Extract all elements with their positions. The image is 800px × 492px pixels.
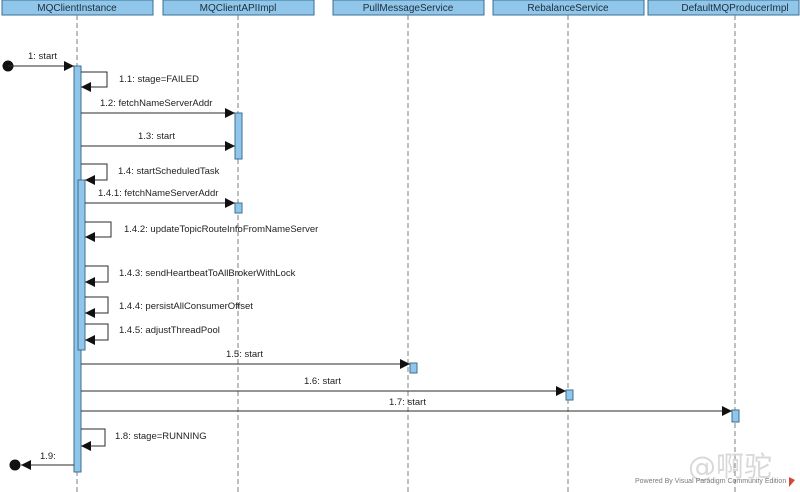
message-label: 1.3: start [138, 131, 175, 142]
message-label: 1: start [28, 51, 57, 62]
message-1-4-3-self: 1.4.3: sendHeartbeatToAllBrokerWithLock [85, 265, 296, 287]
message-label: 1.4: startScheduledTask [118, 166, 220, 177]
message-label: 1.4.2: updateTopicRouteInfoFromNameServe… [124, 224, 318, 235]
message-label: 1.2: fetchNameServerAddr [100, 98, 212, 109]
message-1-4-5-self: 1.4.5: adjustThreadPool [85, 323, 220, 345]
activation-api-start [234, 112, 243, 160]
visual-paradigm-logo-icon [789, 477, 795, 487]
lifeline-header-pull: PullMessageService [332, 0, 485, 16]
message-1-6-start: 1.6: start [81, 376, 566, 396]
message-label: 1.8: stage=RUNNING [115, 431, 207, 442]
message-label: 1.7: start [389, 397, 426, 408]
message-1-3-start: 1.3: start [81, 131, 235, 151]
message-1-1-self: 1.1: stage=FAILED [81, 71, 199, 92]
message-label: 1.4.1: fetchNameServerAddr [98, 188, 218, 199]
message-1-9-return: 1.9: [9, 451, 74, 471]
message-1-8-self: 1.8: stage=RUNNING [81, 428, 207, 451]
lost-message-dot [9, 459, 21, 471]
activation-producer [731, 409, 740, 423]
lifeline-name-client: MQClientInstance [37, 3, 117, 14]
watermark: @啊驼 [688, 450, 772, 483]
lifeline-header-rebalance: RebalanceService [492, 0, 645, 16]
lifeline-header-producer: DefaultMQProducerImpl [647, 0, 800, 16]
message-1-4-2-self: 1.4.2: updateTopicRouteInfoFromNameServe… [85, 221, 318, 242]
lifeline-name-rebalance: RebalanceService [527, 3, 609, 14]
message-1-start: 1: start [2, 51, 74, 72]
message-1-7-start: 1.7: start [81, 397, 732, 416]
footer-powered-by: Powered By Visual Paradigm Community Edi… [635, 478, 786, 485]
message-1-4-self: 1.4: startScheduledTask [81, 163, 220, 185]
lifeline-name-pull: PullMessageService [363, 3, 454, 14]
message-label: 1.5: start [226, 349, 263, 360]
lifeline-header-api: MQClientAPIImpl [162, 0, 315, 16]
message-label: 1.4.4: persistAllConsumerOffset [119, 301, 253, 312]
message-1-4-1-fetch: 1.4.1: fetchNameServerAddr [85, 188, 235, 208]
activation-rebalance [565, 389, 574, 401]
message-1-5-start: 1.5: start [81, 349, 410, 369]
message-label: 1.1: stage=FAILED [119, 74, 199, 85]
message-1-2-fetch: 1.2: fetchNameServerAddr [81, 98, 235, 118]
message-label: 1.6: start [304, 376, 341, 387]
lifeline-name-api: MQClientAPIImpl [200, 3, 277, 14]
message-label: 1.9: [40, 451, 56, 462]
activation-pull [409, 362, 418, 374]
lifeline-name-producer: DefaultMQProducerImpl [681, 3, 788, 14]
message-label: 1.4.3: sendHeartbeatToAllBrokerWithLock [119, 268, 296, 279]
activation-api-fetch [234, 202, 243, 214]
activation-client-scheduled [77, 179, 86, 351]
lifeline-header-client: MQClientInstance [1, 0, 154, 16]
message-1-4-4-self: 1.4.4: persistAllConsumerOffset [85, 296, 253, 318]
message-label: 1.4.5: adjustThreadPool [119, 325, 220, 336]
